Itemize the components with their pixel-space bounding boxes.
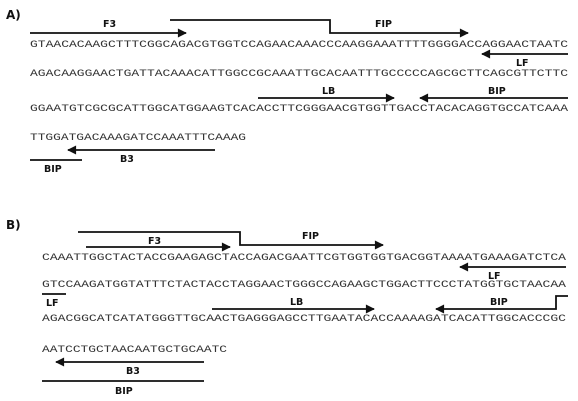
primer-b3-label: B3 — [126, 366, 140, 377]
primer-bip-label: BIP — [490, 297, 508, 308]
primer-fip-arrow — [170, 19, 469, 38]
sequence-line-4: TTGGATGACAAAGATCCAAATTTCAAAG — [30, 132, 246, 144]
primer-f3-label: F3 — [103, 19, 116, 30]
sequence-line-2: AGACAAGGAACTGATTACAAACATTGGCCGCAAATTGCAC… — [30, 68, 568, 80]
sequence-line-3: AGACGGCATCATATGGGTTGCAACTGAGGGAGCCTTGAAT… — [42, 313, 566, 325]
primer-bip-continuation-label: BIP — [115, 386, 133, 397]
primer-bip-continuation-label: BIP — [44, 164, 62, 175]
sequence-line-1: GTAACACAAGCTTTCGGCAGACGTGGTCCAGAACAAACCC… — [30, 39, 568, 51]
primer-bip-arrow — [435, 295, 568, 314]
primer-lf-continuation-label: LF — [46, 298, 59, 309]
primer-fip-label: FIP — [302, 231, 319, 242]
panel-a: A) F3 FIP GTAACACAAGCTTTCGGCAGACGTGGTCCA… — [6, 8, 569, 175]
primer-lb-label: LB — [322, 86, 335, 97]
primer-b3-label: B3 — [120, 154, 134, 165]
sequence-line-2: GTCCAAGATGGTATTTCTACTACCTAGGAACTGGGCCAGA… — [42, 279, 567, 291]
primer-lf-label: LF — [516, 58, 529, 69]
primer-f3-label: F3 — [148, 236, 161, 247]
sequence-line-3: GGAATGTCGCGCATTGGCATGGAAGTCACACCTTCGGGAA… — [30, 103, 569, 115]
primer-bip-label: BIP — [488, 86, 506, 97]
sequence-line-1: CAAATTGGCTACTACCGAAGAGCTACCAGACGAATTCGTG… — [42, 252, 567, 264]
primer-fip-arrow — [78, 231, 384, 250]
primer-fip-label: FIP — [375, 19, 392, 30]
panel-b-label: B) — [6, 218, 21, 232]
sequence-line-4: AATCCTGCTAACAATGCTGCAATC — [42, 344, 227, 356]
panel-b: B) FIP F3 CAAATTGGCTACTACCGAAGAGCTACCAGA… — [6, 218, 568, 397]
panel-a-label: A) — [6, 8, 21, 22]
primer-lb-label: LB — [290, 297, 303, 308]
primer-lf-label: LF — [488, 271, 501, 282]
